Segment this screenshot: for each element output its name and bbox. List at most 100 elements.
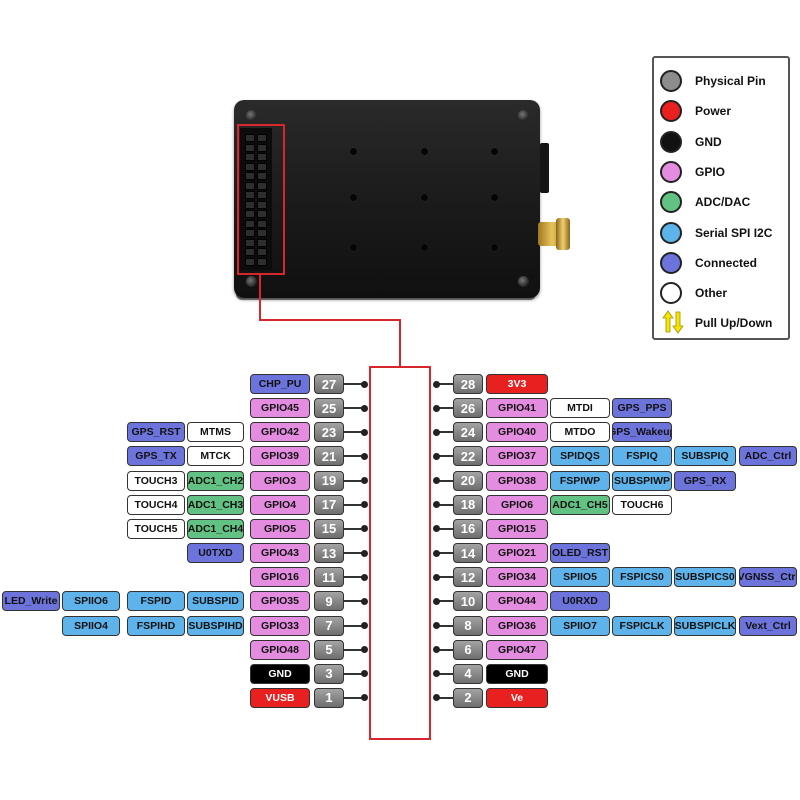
- pin-label-gpio: GPIO47: [486, 639, 548, 660]
- physical-pin-number: 17: [314, 494, 344, 515]
- physical-pin-number: 14: [453, 543, 483, 564]
- pin-contact-dot: [432, 428, 440, 436]
- legend-swatch: [660, 221, 682, 244]
- pin-lead-line: [344, 552, 364, 555]
- pin-lead-line: [344, 527, 364, 530]
- pull-up-down-arrows-icon: [662, 310, 684, 335]
- pin-label-other: TOUCH3: [127, 470, 185, 491]
- pin-label-other: MTMS: [187, 422, 244, 443]
- vent-hole: [491, 148, 498, 155]
- pin-label-gpio: GPIO34: [486, 567, 548, 588]
- pin-label-connected: CHP_PU: [250, 374, 310, 394]
- header-pin-hole: [245, 257, 255, 266]
- pin-label-serial: SUBSPIQ: [674, 446, 736, 467]
- pin-contact-dot: [360, 380, 368, 388]
- legend-label: Other: [695, 286, 728, 301]
- vent-hole: [421, 194, 428, 201]
- pin-label-connected: GPS_Wakeup: [612, 422, 672, 443]
- physical-pin-number: 25: [314, 398, 344, 419]
- screw-icon: [518, 276, 529, 287]
- pin-lead-line: [436, 503, 456, 506]
- pin-contact-dot: [432, 452, 440, 460]
- pin-label-gpio: GPIO43: [250, 543, 310, 564]
- pin-lead-line: [344, 648, 364, 651]
- screw-icon: [246, 276, 257, 287]
- screw-icon: [518, 110, 529, 121]
- legend-item: GND: [660, 130, 788, 157]
- header-pin-hole: [245, 200, 255, 209]
- physical-pin-number: 6: [453, 639, 483, 660]
- pin-contact-dot: [360, 622, 368, 629]
- pin-contact-dot: [432, 694, 440, 702]
- physical-pin-number: 3: [314, 663, 344, 684]
- pin-label-gnd: GND: [486, 663, 548, 684]
- vent-hole: [350, 244, 357, 251]
- pin-lead-line: [344, 672, 364, 675]
- pin-contact-dot: [432, 549, 440, 557]
- legend-label: Pull Up/Down: [695, 316, 773, 331]
- pin-label-gpio: GPIO21: [486, 543, 548, 564]
- pin-label-gpio: GPIO3: [250, 470, 310, 491]
- legend-swatch: [660, 160, 682, 183]
- vent-hole: [491, 194, 498, 201]
- pin-contact-dot: [360, 452, 368, 460]
- pin-contact-dot: [360, 501, 368, 509]
- legend-item: Power: [660, 100, 788, 126]
- pin-label-serial: FSPICS0: [612, 567, 672, 588]
- legend-label: ADC/DAC: [695, 195, 751, 210]
- legend-label: GPIO: [695, 164, 726, 179]
- pin-label-connected: VGNSS_Ctrl: [739, 567, 797, 588]
- header-pin-hole: [257, 257, 267, 266]
- pin-label-gpio: GPIO41: [486, 398, 548, 419]
- header-pin-hole: [245, 248, 255, 256]
- pin-lead-line: [436, 696, 456, 699]
- pin-label-other: TOUCH4: [127, 494, 185, 515]
- physical-pin-number: 11: [314, 567, 344, 588]
- physical-pin-number: 13: [314, 543, 344, 564]
- pin-label-serial: SPIIO7: [550, 615, 610, 636]
- header-pin-hole: [257, 181, 267, 190]
- pin-label-gpio: GPIO33: [250, 615, 310, 636]
- legend-item: GPIO: [660, 160, 788, 187]
- pin-label-serial: SPIIO5: [550, 567, 610, 588]
- physical-pin-number: 12: [453, 567, 483, 588]
- pin-label-gpio: GPIO35: [250, 591, 310, 612]
- header-pin-hole: [257, 162, 267, 171]
- header-pin-hole: [245, 181, 255, 190]
- header-pin-hole: [245, 162, 255, 171]
- legend-item: ADC/DAC: [660, 191, 788, 217]
- pin-label-serial: FSPIWP: [550, 470, 610, 491]
- vent-hole: [421, 148, 428, 155]
- pin-contact-dot: [432, 477, 440, 485]
- pin-label-serial: SPIDQS: [550, 446, 610, 467]
- pin-label-gpio: GPIO44: [486, 591, 548, 612]
- pin-contact-dot: [360, 646, 368, 654]
- pin-label-serial: FSPIHD: [127, 615, 185, 636]
- pin-label-serial: SUBSPIHD: [187, 615, 244, 636]
- physical-pin-number: 16: [453, 518, 483, 539]
- physical-pin-number: 10: [453, 591, 483, 612]
- pin-label-connected: GPS_PPS: [612, 398, 672, 419]
- pin-label-serial: SUBSPID: [187, 591, 244, 612]
- pin-label-power: VUSB: [250, 687, 310, 708]
- header-connector-box: [369, 366, 431, 740]
- pin-label-gpio: GPIO45: [250, 398, 310, 419]
- pin-label-connected: GPS_RX: [674, 470, 736, 491]
- pin-lead-line: [436, 455, 456, 458]
- physical-pin-number: 20: [453, 470, 483, 491]
- header-pin-hole: [245, 238, 255, 247]
- pin-contact-dot: [360, 597, 368, 605]
- device-enclosure: [234, 100, 540, 298]
- physical-pin-number: 8: [453, 615, 483, 636]
- pin-lead-line: [436, 648, 456, 651]
- pin-contact-dot: [432, 646, 440, 654]
- pin-lead-line: [344, 600, 364, 603]
- pin-label-gnd: GND: [250, 663, 310, 684]
- header-pin-hole: [257, 143, 267, 152]
- header-pin-hole: [245, 153, 255, 161]
- pin-label-other: TOUCH5: [127, 518, 185, 539]
- pin-label-serial: FSPID: [127, 591, 185, 612]
- pin-lead-line: [436, 552, 456, 555]
- pin-contact-dot: [360, 549, 368, 557]
